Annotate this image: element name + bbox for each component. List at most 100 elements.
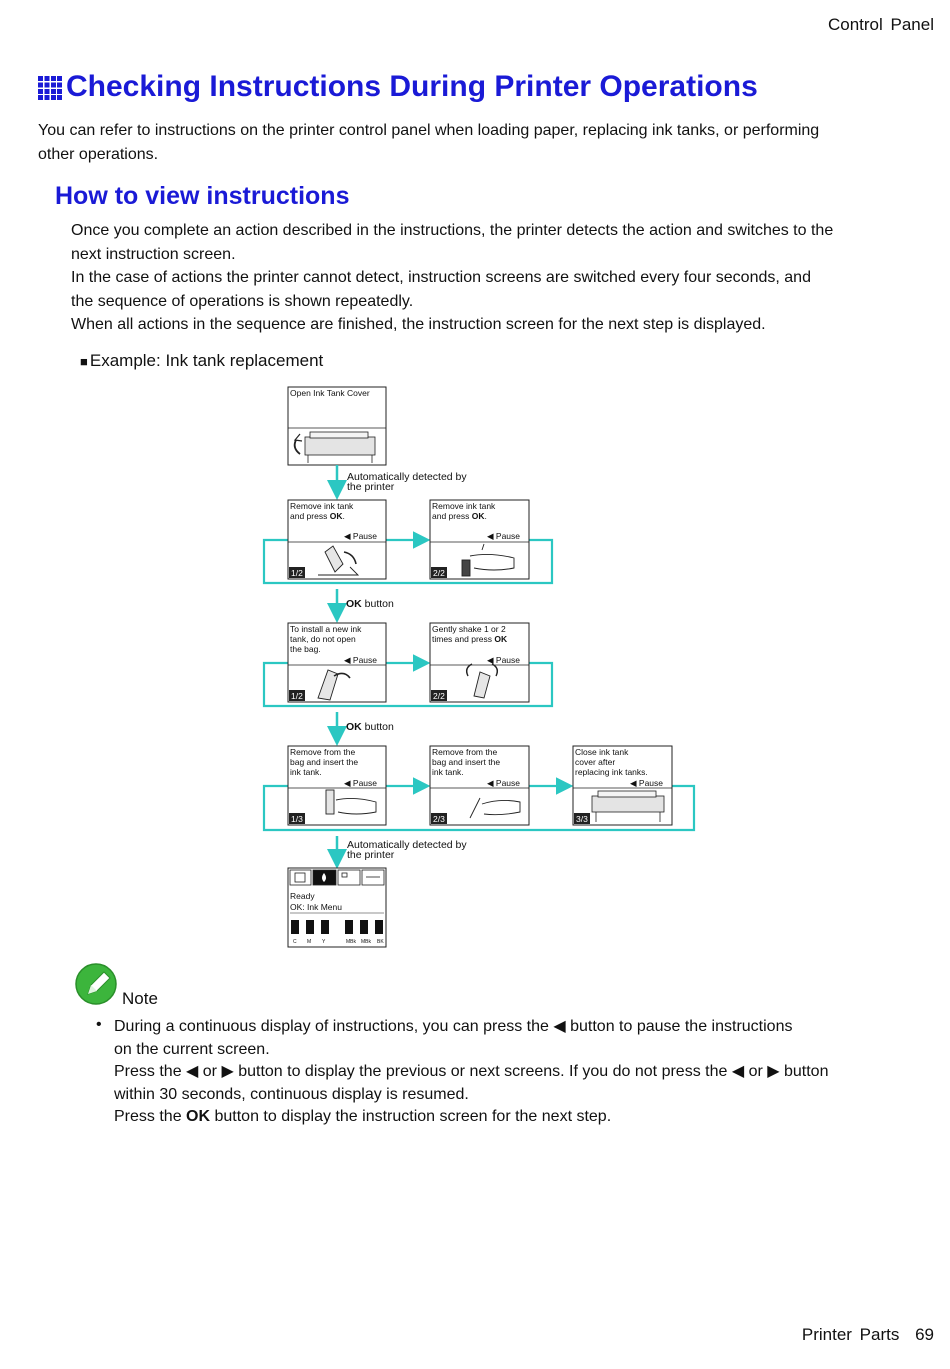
ink-drop-icon (322, 873, 326, 882)
ink-label: BK (377, 939, 384, 945)
page-indicator: 1/2 (291, 691, 303, 701)
page-indicator: 2/3 (433, 814, 445, 824)
intro-line: other operations. (38, 145, 159, 163)
page-title: Checking Instructions During Printer Ope… (66, 70, 758, 103)
square-bullet: ■ (80, 354, 88, 369)
footer-section: Printer Parts (801, 1325, 900, 1344)
body-line: the sequence of operations is shown repe… (71, 292, 414, 310)
body-line: Once you complete an action described in… (71, 222, 834, 239)
page-indicator: 1/2 (291, 568, 303, 578)
screen-text: and press OK. (290, 511, 345, 521)
page-indicator: 2/2 (433, 691, 445, 701)
screen-close-3: Close ink tank cover after replacing ink… (572, 745, 673, 826)
example-label: ■Example: Ink tank replacement (80, 351, 323, 371)
note-line: During a continuous display of instructi… (114, 1018, 793, 1035)
ink-level-bar (375, 920, 383, 934)
ink-level-bar (345, 920, 353, 934)
screen-text: OK: Ink Menu (290, 902, 342, 912)
ink-label: C (293, 939, 297, 945)
page-indicator: 3/3 (576, 814, 588, 824)
ink-label: MBk (346, 939, 357, 945)
body-paragraph: Once you complete an action described in… (71, 219, 833, 337)
pause-label: ◀ Pause (487, 531, 520, 541)
screen-text: ink tank. (432, 767, 464, 777)
ink-level-bar (291, 920, 299, 934)
intro-paragraph: You can refer to instructions on the pri… (38, 119, 819, 166)
page-title-row: Checking Instructions During Printer Ope… (37, 70, 758, 104)
ink-level-bar (306, 920, 314, 934)
note-line: on the current screen. (114, 1040, 270, 1058)
hand-tank-illustration (461, 543, 515, 577)
tab-bar (289, 869, 385, 886)
body-line: In the case of actions the printer canno… (71, 269, 811, 286)
ink-label: MBk (361, 939, 372, 945)
screen-text: times and press OK (432, 634, 508, 644)
screen-insert-2: Remove from the bag and insert the ink t… (429, 745, 530, 826)
screen-text: tank, do not open (290, 634, 356, 644)
note-text: During a continuous display of instructi… (114, 1016, 914, 1129)
printer-illustration (591, 790, 665, 822)
body-line: When all actions in the sequence are fin… (71, 316, 766, 333)
screen-text: Remove from the (432, 747, 497, 757)
page-indicator: 1/3 (291, 814, 303, 824)
ink-level-bar (360, 920, 368, 934)
screen-insert-1: Remove from the bag and insert the ink t… (287, 745, 387, 826)
body-line: next instruction screen. (71, 245, 236, 263)
bag-illustration (317, 669, 351, 701)
screen-text: ink tank. (290, 767, 322, 777)
page-footer: Printer Parts 69 (802, 1325, 934, 1345)
hand-lever-illustration (318, 545, 360, 576)
screen-text: and press OK. (432, 511, 487, 521)
paper-icon (294, 872, 306, 883)
shake-illustration (465, 663, 499, 699)
screen-text: To install a new ink (290, 624, 362, 634)
ink-level-bar (321, 920, 329, 934)
screen-text: Gently shake 1 or 2 (432, 624, 506, 634)
note-line: Press the ◀ or ▶ button to display the p… (114, 1063, 829, 1080)
ink-levels (291, 920, 383, 934)
pause-label: ◀ Pause (487, 778, 520, 788)
flow-label-ok: OK button (346, 598, 394, 610)
insert-illustration (469, 797, 521, 819)
screen-text: Close ink tank (575, 747, 629, 757)
screen-install-1: To install a new ink tank, do not open t… (287, 622, 387, 703)
printer-illustration (293, 431, 376, 463)
pause-label: ◀ Pause (630, 778, 663, 788)
screen-text: bag and insert the (290, 757, 358, 767)
screen-ready: Ready OK: Ink Menu C M Y MBk MBk BK (287, 867, 387, 948)
screen-text: Remove ink tank (432, 501, 496, 511)
flow-label: the printer (347, 481, 395, 493)
page-indicator: 2/2 (433, 568, 445, 578)
screen-text: Remove from the (290, 747, 355, 757)
flow-label: Automatically detected by (347, 471, 467, 483)
screen-text: Remove ink tank (290, 501, 354, 511)
flow-label: Automatically detected by (347, 839, 467, 851)
pause-label: ◀ Pause (487, 655, 520, 665)
page-number: 69 (915, 1325, 934, 1344)
pause-label: ◀ Pause (344, 531, 377, 541)
pencil-note-icon (75, 963, 117, 1005)
note-line: Press the OK button to display the instr… (114, 1108, 612, 1125)
note-line: within 30 seconds, continuous display is… (114, 1085, 469, 1103)
screen-remove-2: Remove ink tank and press OK. ◀ Pause 2/… (429, 499, 530, 580)
settings-icon (341, 872, 348, 878)
screen-text: bag and insert the (432, 757, 500, 767)
screen-text: cover after (575, 757, 615, 767)
running-header: Control Panel (827, 15, 934, 34)
screen-remove-1: Remove ink tank and press OK. ◀ Pause 1/… (287, 499, 387, 580)
note-heading: Note (74, 962, 158, 1008)
screen-text: replacing ink tanks. (575, 767, 648, 777)
screen-text: Ready (290, 891, 315, 901)
screen-text: the bag. (290, 644, 321, 654)
ink-label: Y (322, 939, 326, 945)
pause-label: ◀ Pause (344, 655, 377, 665)
flow-label-ok: OK button (346, 721, 394, 733)
screen-text: Open Ink Tank Cover (290, 388, 370, 398)
ink-replacement-flow-diagram: Open Ink Tank Cover Automatically detect… (262, 386, 696, 948)
example-text: Example: Ink tank replacement (89, 351, 324, 370)
note-label: Note (122, 989, 158, 1008)
flow-label: the printer (347, 849, 395, 861)
screen-shake-2: Gently shake 1 or 2 times and press OK ◀… (429, 622, 530, 703)
grid-icon (38, 75, 62, 100)
insert-illustration (325, 789, 377, 815)
